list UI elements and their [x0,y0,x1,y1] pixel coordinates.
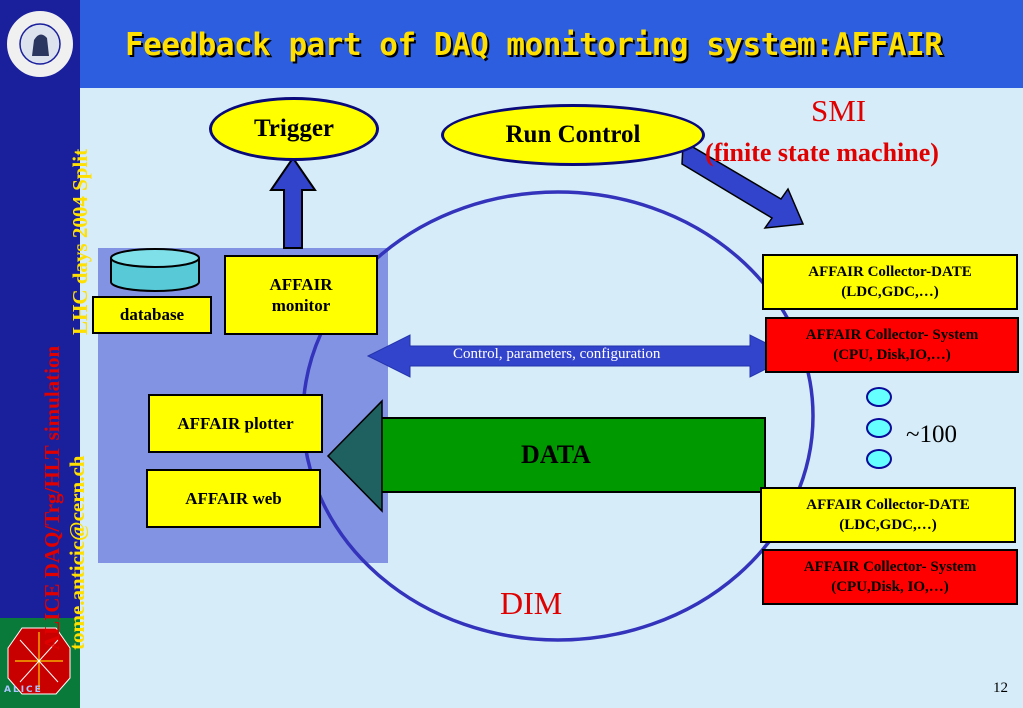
database-label: database [119,305,185,324]
collector-date-box-2: AFFAIR Collector-DATE (LDC,GDC,…) [760,487,1016,543]
sidebar-graphics [0,9,80,708]
sidebar-text-event: LHC days 2004 Split [68,149,93,335]
collector-date-2-line2: (LDC,GDC,…) [839,517,937,533]
affair-monitor-box: AFFAIR monitor [224,255,378,335]
collector-system-2-line2: (CPU,Disk, IO,…) [831,579,949,595]
title-bar [80,0,1023,88]
collector-system-1-line2: (CPU, Disk,IO,…) [833,347,951,363]
control-arrow-label: Control, parameters, configuration [453,346,661,362]
database-box: database [92,296,212,334]
page-number: 12 [993,680,1008,696]
collector-date-box-1: AFFAIR Collector-DATE (LDC,GDC,…) [762,254,1018,310]
alice-logo-text: ALICE [4,685,43,695]
collector-system-1-line1: AFFAIR Collector- System [805,327,979,343]
sidebar: ALICE ALICE DAQ/Trg/HLT simulation tome.… [0,0,92,708]
collector-ellipsis-dot [866,449,892,469]
affair-plotter-box: AFFAIR plotter [148,394,323,453]
sidebar-line-email: tome.anticic@cern.ch [65,455,89,650]
dim-label: DIM [500,585,563,621]
smi-label: SMI [811,93,867,128]
collector-system-box-1: AFFAIR Collector- System (CPU, Disk,IO,…… [765,317,1019,373]
alice-logo [0,618,80,708]
run-control-node: Run Control [441,104,705,166]
collector-date-1-line2: (LDC,GDC,…) [841,284,939,300]
collector-count-label: ~100 [906,421,958,448]
affair-plotter-label: AFFAIR plotter [177,413,294,433]
collector-system-2-line1: AFFAIR Collector- System [803,559,977,575]
data-arrow-label: DATA [521,440,591,469]
institute-logo [5,9,75,79]
trigger-node: Trigger [209,97,379,161]
collector-ellipsis-dot [866,387,892,407]
smi-subtitle: (finite state machine) [705,138,939,167]
trigger-label: Trigger [253,115,335,142]
collector-ellipsis-dot [866,418,892,438]
affair-web-box: AFFAIR web [146,469,321,528]
sidebar-line-event: LHC days 2004 Split [68,148,92,335]
affair-monitor-label: AFFAIR monitor [269,275,333,315]
trigger-arrow [269,156,317,249]
run-control-label: Run Control [505,121,641,148]
collector-system-box-2: AFFAIR Collector- System (CPU,Disk, IO,…… [762,549,1018,605]
sidebar-line-simulation: ALICE DAQ/Trg/HLT simulation [40,345,64,650]
collector-date-1-line1: AFFAIR Collector-DATE [808,264,972,280]
collector-date-2-line1: AFFAIR Collector-DATE [806,497,970,513]
affair-web-label: AFFAIR web [185,488,282,508]
sidebar-text: ALICE DAQ/Trg/HLT simulation tome.antici… [40,346,90,650]
slide-title: Feedback part of DAQ monitoring system:A… [125,27,943,63]
